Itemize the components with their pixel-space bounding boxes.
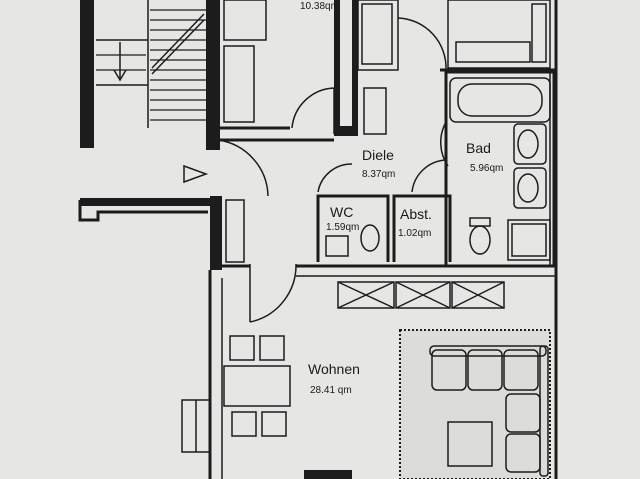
- door-swing: [397, 17, 447, 71]
- wc-name: WC: [330, 204, 353, 220]
- entrance-arrow-icon: [183, 164, 209, 184]
- cross: [451, 281, 505, 309]
- dining-table: [223, 365, 291, 407]
- storage-room: Abst. 1.02qm: [392, 159, 452, 262]
- entry-door-swing: [217, 139, 269, 197]
- stairwell: [80, 0, 209, 148]
- door-swing: [317, 163, 353, 193]
- upper-room-area: 10.38qm: [300, 1, 339, 12]
- sink-icon: [513, 167, 547, 209]
- closet: [361, 3, 393, 65]
- corridor-wall-bottom: [78, 200, 208, 222]
- door-swing: [249, 263, 297, 323]
- cabinet: [223, 45, 255, 123]
- hall: Diele 8.37qm: [210, 147, 395, 323]
- kitchen-unit: [455, 41, 531, 63]
- stair-diagonal: [151, 13, 205, 69]
- bathroom-name: Bad: [466, 140, 491, 156]
- closet: [363, 87, 387, 135]
- wc-wall: [316, 194, 390, 262]
- sink-icon: [513, 123, 547, 165]
- coffee-table: [447, 421, 493, 467]
- dining-chair: [261, 411, 287, 437]
- kitchen-counter: [447, 0, 551, 69]
- sink-basin: [517, 129, 539, 159]
- dining-chair: [259, 335, 285, 361]
- door-swing: [439, 121, 449, 167]
- cabinet-with-cross: [451, 281, 505, 309]
- hall-wall-left: [210, 196, 222, 270]
- dining-chair: [229, 335, 255, 361]
- living-room-name: Wohnen: [308, 361, 360, 377]
- bathroom-area: 5.96qm: [470, 163, 503, 174]
- dining-chair: [231, 411, 257, 437]
- sofa-armrest: [539, 345, 549, 477]
- sofa-cushion: [431, 349, 467, 391]
- cross: [395, 281, 451, 309]
- stairwell-wall-left: [80, 0, 94, 148]
- living-room-area: 28.41 qm: [310, 385, 352, 396]
- rug: [399, 329, 551, 479]
- hall-column: [225, 199, 245, 263]
- sofa-cushion: [467, 349, 503, 391]
- hall-name: Diele: [362, 147, 394, 163]
- door-swing: [291, 87, 335, 129]
- cross: [337, 281, 395, 309]
- wc-toilet-icon: [360, 224, 380, 252]
- cabinet: [223, 0, 267, 41]
- storage-wall: [392, 194, 452, 262]
- shower-tray: [511, 223, 547, 257]
- bathtub-inner: [457, 83, 543, 117]
- sofa-cushion: [503, 349, 539, 391]
- stair-diagonal: [151, 19, 205, 75]
- cabinet-with-cross: [337, 281, 395, 309]
- wall-opening: [340, 0, 352, 126]
- wc-room: WC 1.59qm: [316, 163, 390, 262]
- storage-area: 1.02qm: [398, 228, 431, 239]
- right-top-room: [357, 0, 556, 135]
- corridor-wall-block: [80, 198, 210, 206]
- stair-arrow-icon: [113, 69, 127, 82]
- door-swing: [411, 159, 447, 193]
- sink-basin: [517, 173, 539, 203]
- living-room: Wohnen 28.41 qm: [181, 270, 551, 479]
- sofa-backrest: [429, 345, 547, 357]
- kitchen-unit: [531, 3, 547, 63]
- hall-area: 8.37qm: [362, 169, 395, 180]
- tv-unit: [304, 470, 352, 479]
- upper-room-wall-left: [206, 0, 220, 150]
- wc-sink-icon: [325, 235, 349, 257]
- wall: [357, 0, 399, 71]
- storage-name: Abst.: [400, 206, 432, 222]
- cabinet-with-cross: [395, 281, 451, 309]
- toilet-icon: [469, 225, 491, 255]
- hall-partition: [222, 264, 556, 309]
- upper-room: 10.38qm: [206, 0, 358, 150]
- wc-area: 1.59qm: [326, 222, 359, 233]
